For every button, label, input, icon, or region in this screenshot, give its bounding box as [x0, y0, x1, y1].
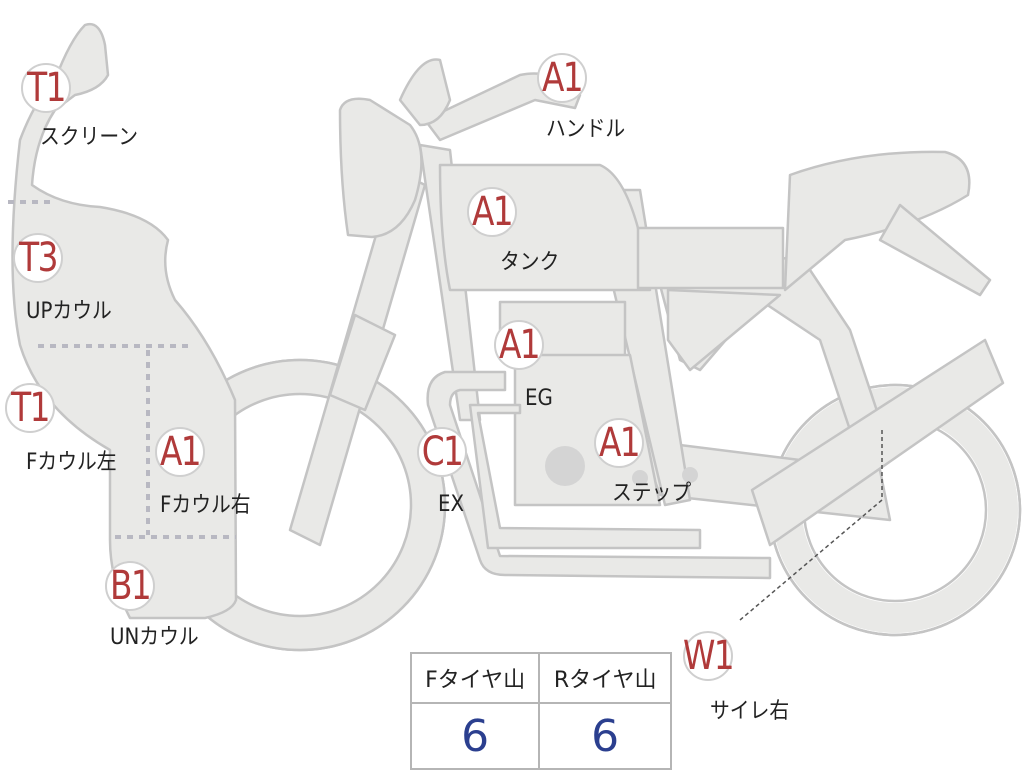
exhaust-pipe	[426, 370, 772, 580]
tank-label: タンク	[500, 250, 560, 275]
step-label: ステップ	[612, 481, 692, 506]
table-header-row: Fタイヤ山 Rタイヤ山	[409, 652, 672, 704]
silencer-label: サイレ右	[710, 699, 790, 724]
headlight	[338, 97, 423, 239]
up-cowl-label: UPカウル	[26, 299, 112, 324]
handle-label: ハンドル	[546, 117, 626, 142]
silencer-grade: W1	[682, 633, 735, 679]
engine-label: EG	[525, 386, 553, 411]
screen-label: スクリーン	[40, 125, 139, 150]
tank-grade: A1	[471, 189, 514, 235]
exhaust-label: EX	[438, 492, 465, 517]
handle-grade: A1	[541, 55, 584, 101]
engine-grade: A1	[498, 322, 541, 368]
tire-tread-table: Fタイヤ山 Rタイヤ山 6 6	[409, 652, 672, 770]
f-cowl-right-grade: A1	[159, 429, 202, 475]
up-cowl-grade: T3	[19, 235, 58, 281]
un-cowl-label: UNカウル	[110, 625, 199, 650]
rear-tire-header: Rタイヤ山	[538, 652, 672, 704]
screen-grade: T1	[27, 65, 66, 111]
front-tire-value: 6	[409, 702, 541, 770]
un-cowl-grade: B1	[109, 563, 152, 609]
table-row: 6 6	[409, 702, 672, 770]
step-grade: A1	[598, 420, 641, 466]
f-cowl-left-grade: T1	[11, 385, 50, 431]
f-cowl-left-label: Fカウル左	[26, 450, 117, 475]
silencer	[750, 338, 1005, 547]
front-tire-header: Fタイヤ山	[409, 652, 541, 704]
exhaust-grade: C1	[421, 429, 464, 475]
rear-tire-value: 6	[538, 702, 672, 770]
f-cowl-right-label: Fカウル右	[160, 493, 251, 518]
